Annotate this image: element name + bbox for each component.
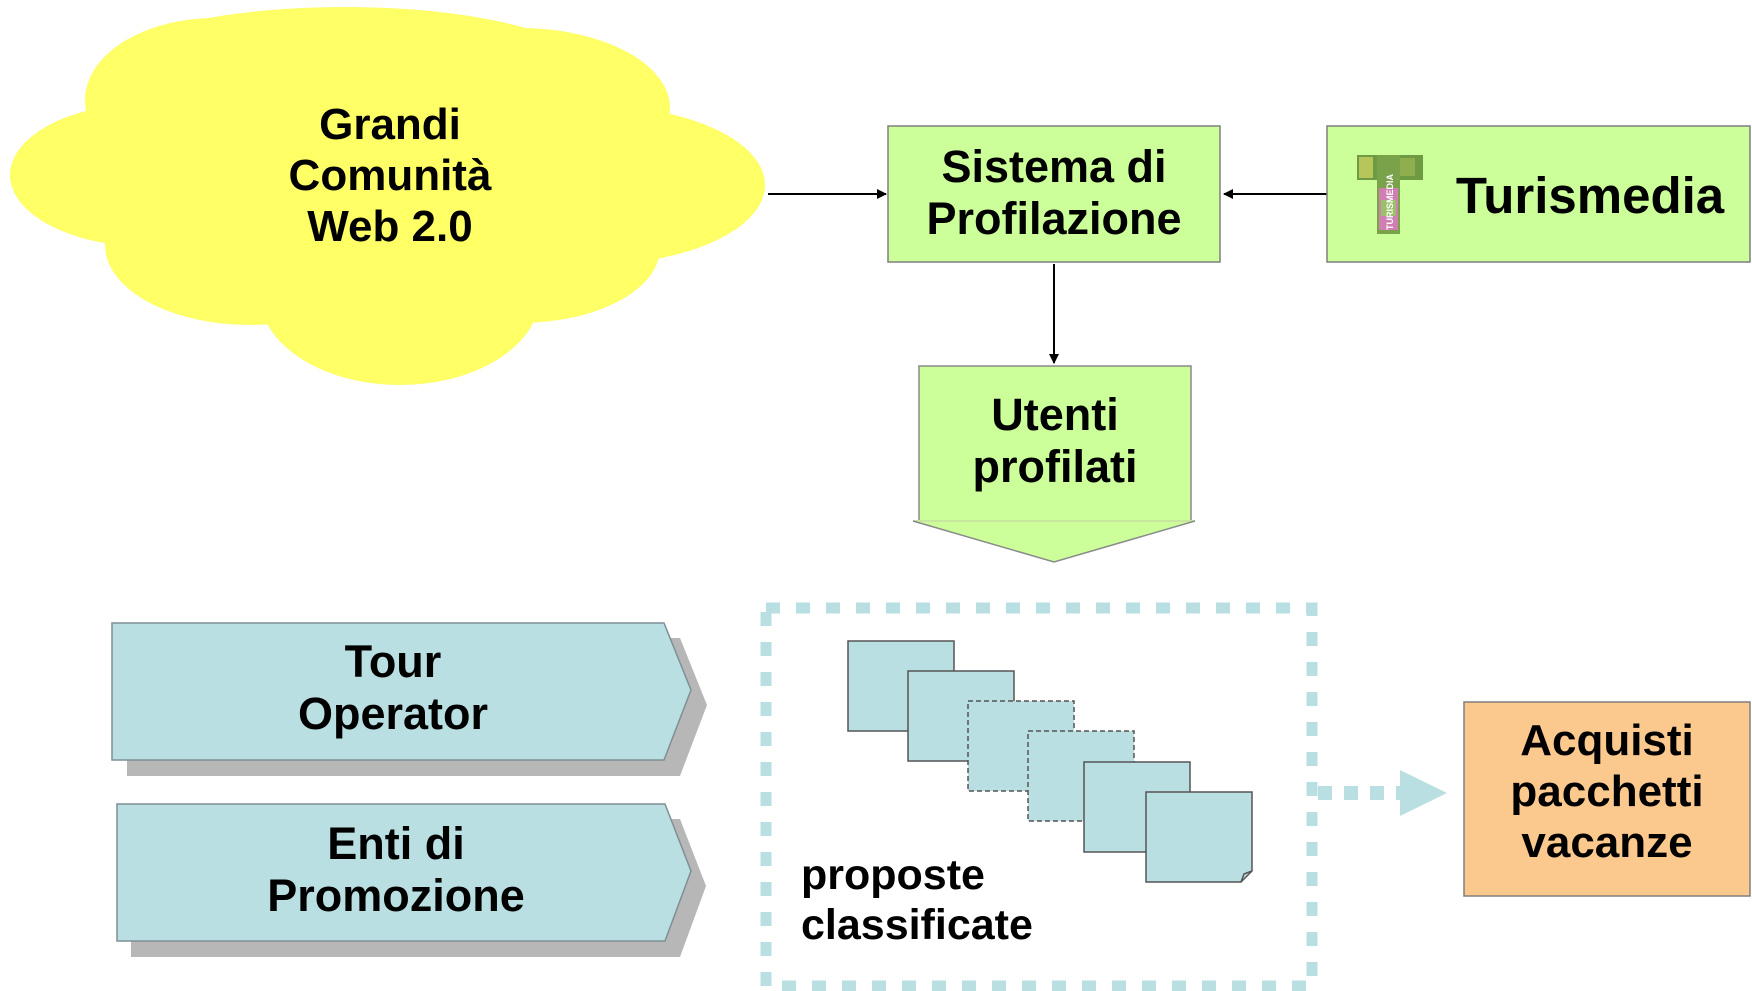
cloud-shape [10,7,765,385]
tour-operator-shape [111,622,692,761]
profiling-label: Sistema di Profilazione [888,141,1220,245]
profiled-users-shape [913,366,1195,562]
cloud-line: Comunità [288,151,492,201]
proposals-to-purchases-arrow [1318,770,1447,816]
purchases-line: vacanze [1521,818,1693,868]
profiled-users-line: Utenti [991,389,1119,440]
turismedia-label: Turismedia [1455,167,1725,224]
purchases-label: Acquisti pacchetti vacanze [1464,715,1750,868]
promotion-bodies-line: Enti di [327,818,465,869]
cloud-line: Grandi [319,100,461,149]
proposals-line: classificate [801,900,1033,949]
profiling-box [887,125,1221,263]
purchases-box [1463,701,1751,897]
cloud-label: Grandi Comunità Web 2.0 [240,99,540,252]
proposal-pages [847,640,1253,883]
promotion-bodies-line: Promozione [267,870,525,922]
profiling-line: Profilazione [926,193,1182,245]
tour-operator-label: Tour Operator [243,636,543,740]
proposals-label: proposte classificate [801,851,1101,951]
promotion-bodies-shape [116,803,692,942]
turismedia-logo-text: TURISMEDIA [1385,174,1395,231]
proposals-line: proposte [801,851,985,899]
proposal-page [1145,791,1253,883]
purchases-line: Acquisti [1520,716,1694,765]
profiling-line: Sistema di [941,141,1167,192]
cloud-line: Web 2.0 [307,202,473,252]
profiled-users-label: Utenti profilati [919,389,1191,493]
promotion-bodies-label: Enti di Promozione [236,818,556,922]
proposals-container [760,602,1318,991]
turismedia-logo: TURISMEDIA [1357,155,1423,234]
tour-operator-line: Operator [297,688,489,740]
purchases-line: pacchetti [1510,767,1704,817]
profiled-users-line: profilati [972,441,1138,493]
tour-operator-line: Tour [344,636,442,687]
